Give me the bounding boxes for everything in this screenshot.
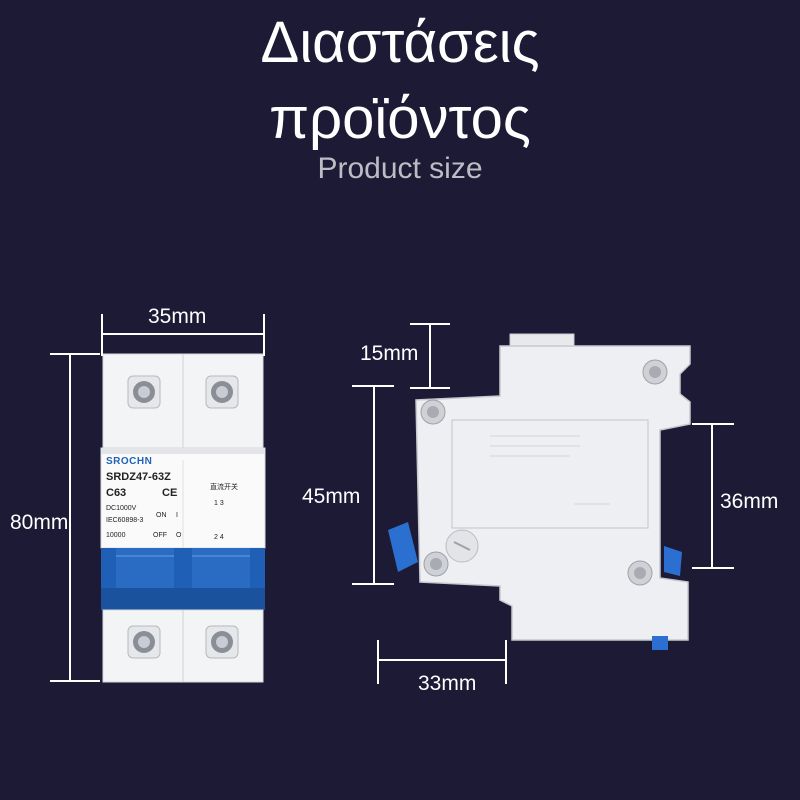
page-subtitle: Product size xyxy=(317,152,483,185)
dimension-right-side: 36mm xyxy=(720,490,779,513)
breaker-off-symbol: O xyxy=(176,532,182,539)
breaker-off-label: OFF xyxy=(153,532,167,539)
breaker-brand: SROCHN xyxy=(106,456,153,467)
breaker-front-view xyxy=(100,353,266,683)
breaker-capacity: 10000 xyxy=(106,532,126,539)
breaker-terminals-top: 1 3 xyxy=(214,500,224,507)
screw-top-left xyxy=(127,375,161,409)
dimension-mid-side: 45mm xyxy=(302,485,361,508)
breaker-ce-mark: CE xyxy=(162,487,178,499)
breaker-model: SRDZ47-63Z xyxy=(106,471,171,483)
dimension-width-front: 35mm xyxy=(148,305,207,328)
breaker-voltage: DC1000V xyxy=(106,505,137,512)
screw-bottom-right xyxy=(205,625,239,659)
dimension-depth-side: 33mm xyxy=(418,672,477,695)
breaker-on-symbol: I xyxy=(176,512,178,519)
breaker-standard: IEC60898-3 xyxy=(106,517,144,524)
page-title-line1: Διαστάσεις xyxy=(260,10,540,75)
breaker-on-label: ON xyxy=(156,512,167,519)
side-dimension-lines xyxy=(352,323,734,684)
dimension-top-side: 15mm xyxy=(360,342,419,365)
dimension-height-front: 80mm xyxy=(10,511,69,534)
breaker-rating: C63 xyxy=(106,487,127,499)
screw-top-right xyxy=(205,375,239,409)
breaker-terminals-bottom: 2 4 xyxy=(214,534,224,541)
breaker-side-view xyxy=(388,333,691,650)
front-dimension-lines xyxy=(50,314,265,682)
screw-bottom-left xyxy=(127,625,161,659)
page-title-line2: προϊόντος xyxy=(269,86,531,151)
breaker-chinese-label: 直流开关 xyxy=(210,484,238,491)
